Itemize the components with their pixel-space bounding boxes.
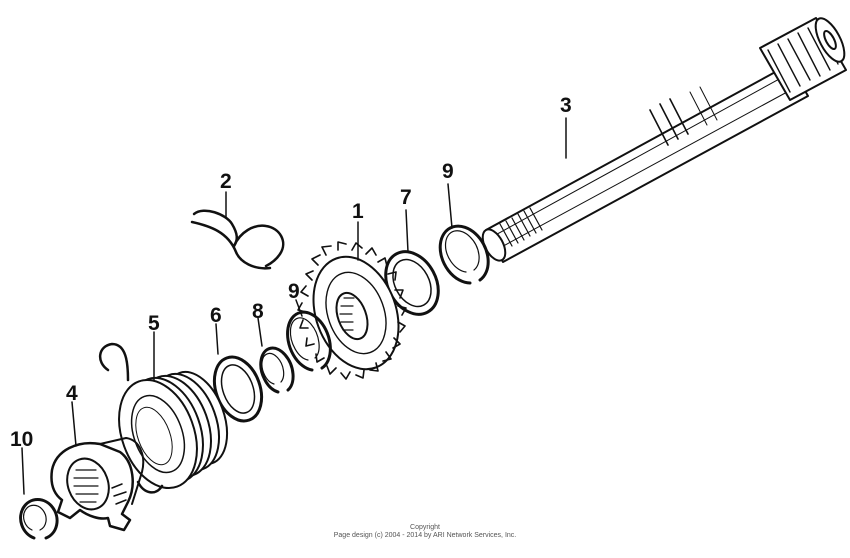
leader-lines <box>21 117 567 495</box>
part-10-circlip[interactable] <box>19 498 59 540</box>
label-part-10: 10 <box>10 428 33 451</box>
label-part-1: 1 <box>352 200 364 223</box>
label-part-4: 4 <box>66 382 78 405</box>
part-2-spring-clip[interactable] <box>190 209 285 270</box>
copyright-title: Copyright <box>410 524 440 531</box>
part-8-circlip[interactable] <box>259 346 295 394</box>
part-9-circlip-right[interactable] <box>438 224 490 285</box>
label-part-5: 5 <box>148 312 160 335</box>
part-1-kickstarter-gear[interactable] <box>297 241 413 381</box>
label-part-9-left: 9 <box>288 280 300 303</box>
part-3-kickstarter-spindle[interactable] <box>478 14 850 264</box>
label-part-8: 8 <box>252 300 264 323</box>
part-5-return-spring[interactable] <box>99 342 239 499</box>
part-4-ratchet-guide[interactable] <box>50 437 145 532</box>
label-part-6: 6 <box>210 304 222 327</box>
copyright-notice: Page design (c) 2004 - 2014 by ARI Netwo… <box>333 532 517 539</box>
label-part-3: 3 <box>560 94 572 117</box>
label-part-7: 7 <box>400 186 412 209</box>
label-part-2: 2 <box>220 170 232 193</box>
label-part-9-right: 9 <box>442 160 454 183</box>
